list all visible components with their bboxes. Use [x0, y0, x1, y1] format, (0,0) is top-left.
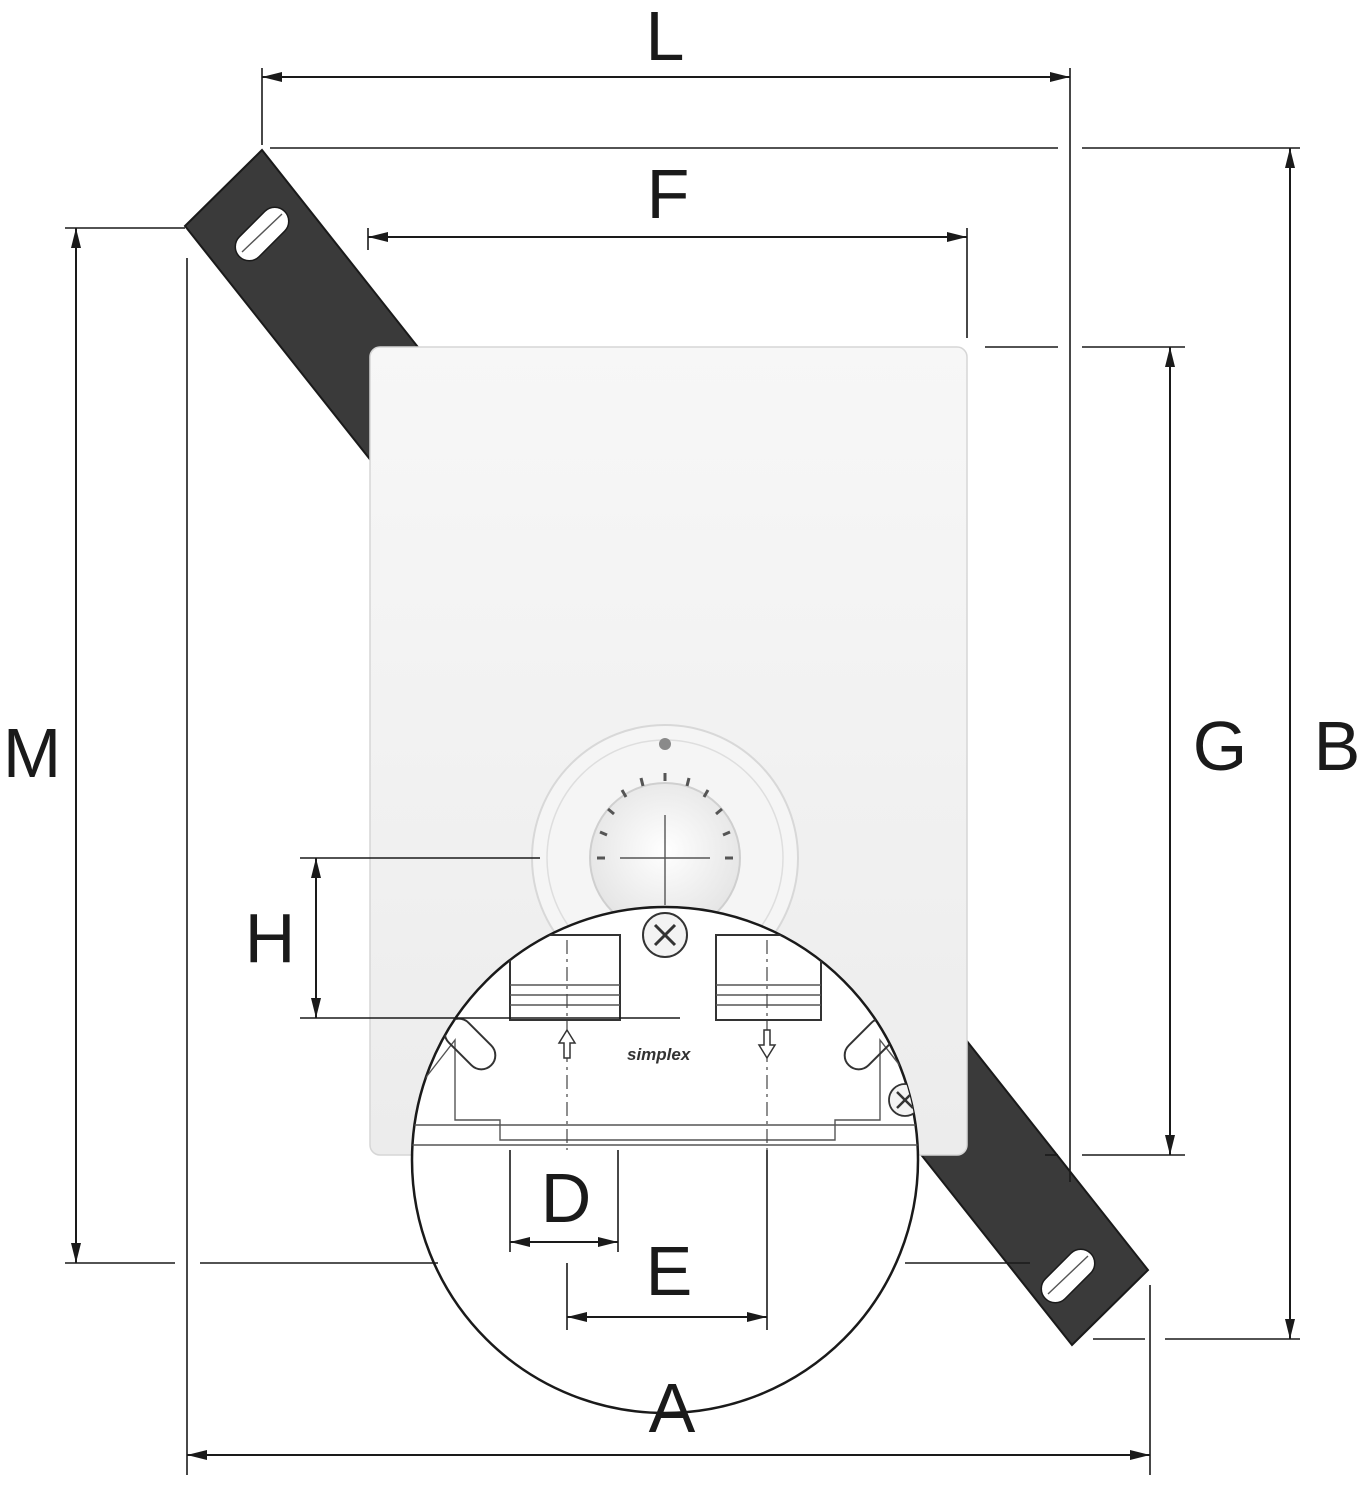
dimension-label-m: M	[3, 714, 61, 792]
bracket-slot-bottom-icon	[1040, 1248, 1096, 1304]
dimension-label-e: E	[646, 1232, 693, 1310]
dimension-lines	[71, 72, 1295, 1460]
flow-arrow-down-icon	[757, 1029, 777, 1060]
dimension-label-f: F	[647, 155, 690, 233]
pipe-fitting-left	[509, 934, 621, 1021]
pipe-fitting-right	[715, 934, 822, 1021]
brand-logo: simplex	[627, 1045, 692, 1064]
flow-arrow-up-icon	[557, 1028, 577, 1059]
dimension-label-h: H	[245, 899, 296, 977]
dimension-label-a: A	[649, 1369, 696, 1447]
bracket-slot-top-icon	[234, 206, 290, 262]
dimension-label-l: L	[646, 0, 685, 75]
screw-icon	[642, 912, 688, 958]
dimension-label-g: G	[1193, 707, 1247, 785]
detail-view-circle: simplex	[410, 905, 920, 1415]
dimension-label-d: D	[541, 1159, 592, 1237]
extension-lines	[65, 68, 1300, 1475]
dimension-label-b: B	[1314, 707, 1361, 785]
